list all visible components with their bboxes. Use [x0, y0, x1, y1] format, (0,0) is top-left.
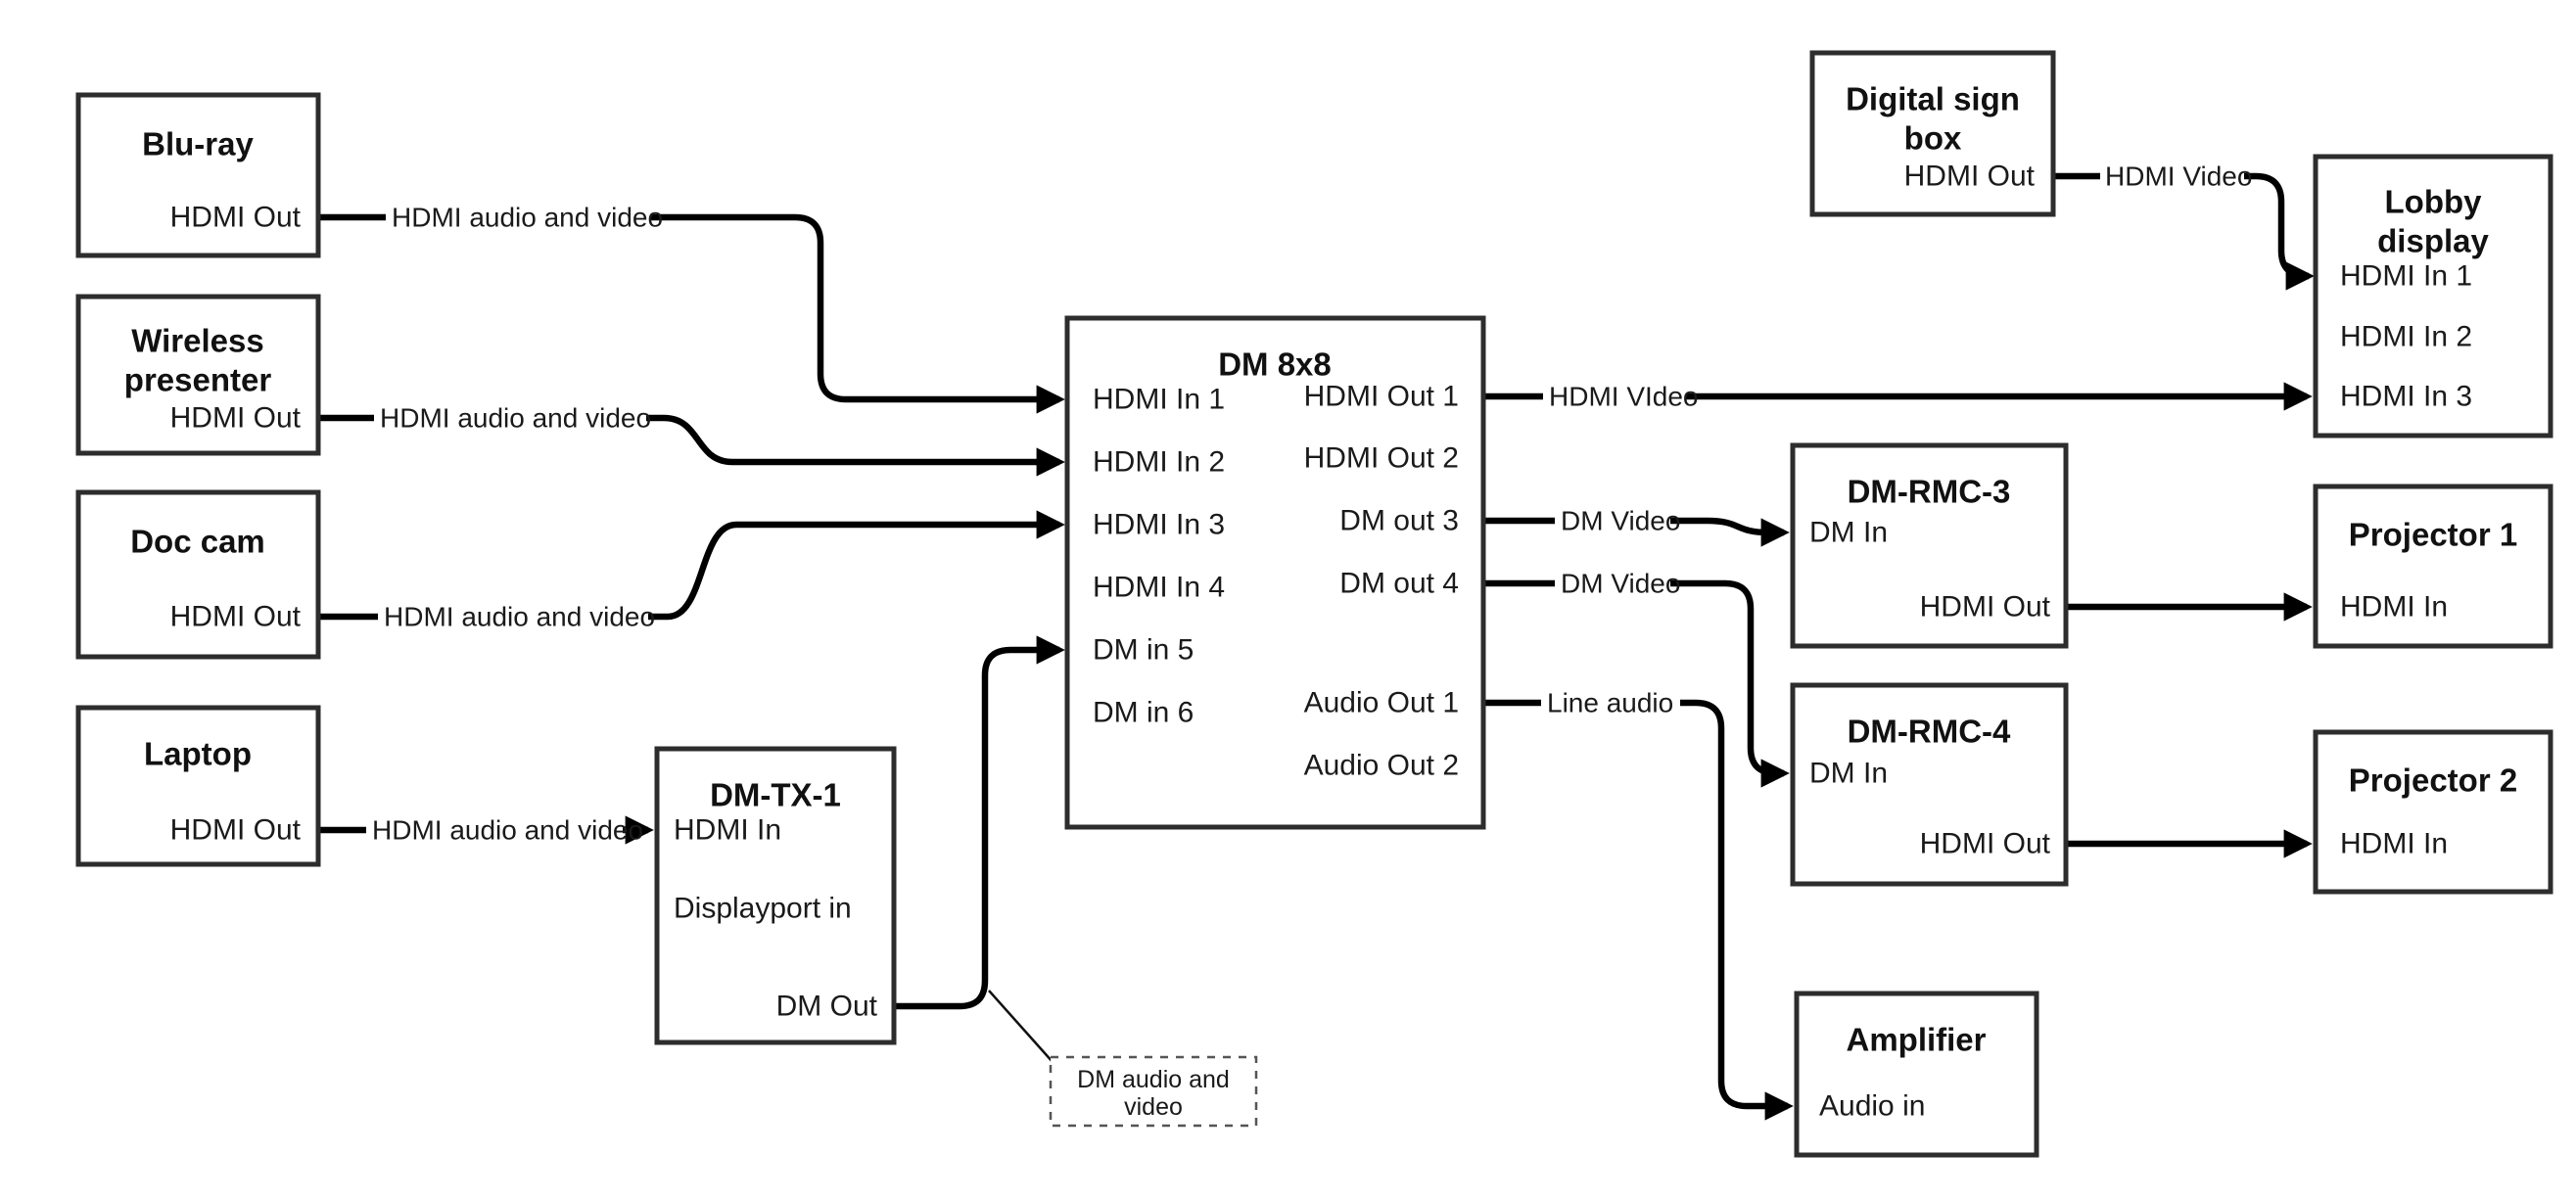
- proj1-box: [2313, 484, 2553, 649]
- dm8x8-port-hdmi-in-1: HDMI In 1: [1093, 384, 1225, 416]
- dm8x8-port-hdmi-in-4: HDMI In 4: [1093, 572, 1225, 604]
- wire-sign-to-lobby: [2244, 172, 2315, 291]
- dmtx1-box: [654, 746, 897, 1045]
- node-lobby-display: Lobby display HDMI In 1 HDMI In 2 HDMI I…: [2313, 154, 2553, 439]
- node-wireless-presenter: Wireless presenter HDMI Out: [75, 294, 321, 456]
- wire-dmtx1-to-dm8x8: [894, 635, 1065, 1010]
- lobby-title-line2: display: [2377, 223, 2489, 259]
- node-amplifier: Amplifier Audio in: [1794, 991, 2039, 1158]
- node-doc-cam: Doc cam HDMI Out: [75, 489, 321, 660]
- node-dm-tx-1: DM-TX-1 HDMI In Displayport in DM Out: [654, 746, 897, 1045]
- dm8x8-port-dm-out-3: DM out 3: [1339, 505, 1459, 537]
- node-dm-rmc-3: DM-RMC-3 DM In HDMI Out: [1790, 442, 2069, 649]
- wire-label-hdmiout1: HDMI VIdeo: [1549, 382, 1699, 412]
- dmrmc3-port-dm-in: DM In: [1809, 517, 1888, 549]
- doccam-port-hdmi-out: HDMI Out: [170, 601, 302, 633]
- callout-leader-line: [988, 990, 1054, 1064]
- wire-dmout3-to-rmc3: [1670, 517, 1790, 547]
- dmrmc4-port-dm-in: DM In: [1809, 758, 1888, 790]
- node-dm-8x8: DM 8x8 HDMI In 1 HDMI In 2 HDMI In 3 HDM…: [1064, 315, 1486, 830]
- doccam-box: [75, 489, 321, 660]
- wire-label-laptop: HDMI audio and video: [372, 815, 643, 846]
- wireless-title-line1: Wireless: [131, 323, 263, 359]
- wire-label-wireless: HDMI audio and video: [380, 403, 651, 434]
- dm8x8-port-dm-out-4: DM out 4: [1339, 568, 1459, 600]
- wire-bluray-to-dm8x8: [650, 213, 1065, 414]
- dmrmc3-box: [1790, 442, 2069, 649]
- dmtx1-title: DM-TX-1: [710, 777, 841, 813]
- node-bluray: Blu-ray HDMI Out: [75, 92, 321, 258]
- callout-box: [1049, 1055, 1258, 1128]
- dm8x8-port-hdmi-out-2: HDMI Out 2: [1304, 442, 1459, 475]
- lobby-port-hdmi-in-3: HDMI In 3: [2340, 381, 2472, 413]
- bluray-box: [75, 92, 321, 258]
- amplifier-box: [1794, 991, 2039, 1158]
- dmrmc4-box: [1790, 682, 2069, 887]
- wire-label-doccam: HDMI audio and video: [384, 602, 655, 632]
- node-projector-1: Projector 1 HDMI In: [2313, 484, 2553, 649]
- wire-label-bluray: HDMI audio and video: [392, 203, 663, 233]
- wire-label-dmout3: DM Video: [1561, 506, 1680, 536]
- dm8x8-port-hdmi-in-3: HDMI In 3: [1093, 509, 1225, 541]
- bluray-port-hdmi-out: HDMI Out: [170, 202, 302, 234]
- callout-text-line2: video: [1124, 1093, 1183, 1121]
- node-projector-2: Projector 2 HDMI In: [2313, 729, 2553, 895]
- laptop-box: [75, 705, 321, 867]
- wire-label-audioout1: Line audio: [1547, 688, 1673, 718]
- digital-sign-title-line2: box: [1904, 120, 1962, 157]
- dm8x8-box: [1064, 315, 1486, 830]
- callout-dm-audio-video: DM audio and video: [1049, 1055, 1258, 1128]
- dmrmc4-port-hdmi-out: HDMI Out: [1920, 828, 2051, 860]
- digital-sign-box: [1809, 50, 2056, 217]
- lobby-port-hdmi-in-1: HDMI In 1: [2340, 260, 2472, 293]
- dmrmc3-port-hdmi-out: HDMI Out: [1920, 591, 2051, 624]
- dm8x8-port-dm-in-5: DM in 5: [1093, 634, 1194, 667]
- dmrmc4-title: DM-RMC-4: [1848, 714, 2011, 750]
- digital-sign-port-hdmi-out: HDMI Out: [1904, 161, 2036, 193]
- wire-labels: HDMI audio and video HDMI audio and vide…: [372, 162, 2252, 846]
- wireless-box: [75, 294, 321, 456]
- node-dm-rmc-4: DM-RMC-4 DM In HDMI Out: [1790, 682, 2069, 887]
- node-digital-sign-box: Digital sign box HDMI Out: [1809, 50, 2056, 217]
- amplifier-port-audio-in: Audio in: [1819, 1090, 1925, 1123]
- digital-sign-title-line1: Digital sign: [1846, 81, 2020, 117]
- dm8x8-port-audio-out-2: Audio Out 2: [1304, 750, 1459, 782]
- proj1-port-hdmi-in: HDMI In: [2340, 591, 2448, 624]
- wire-wireless-to-dm8x8: [646, 414, 1065, 477]
- dmrmc3-title: DM-RMC-3: [1848, 474, 2011, 510]
- dmtx1-port-hdmi-in: HDMI In: [674, 814, 781, 847]
- wire-label-sign: HDMI Video: [2105, 162, 2252, 192]
- wireless-title-line2: presenter: [124, 362, 272, 398]
- wire-doccam-to-dm8x8: [648, 510, 1065, 621]
- wire-dmout4-to-rmc4: [1670, 579, 1790, 788]
- lobby-port-hdmi-in-2: HDMI In 2: [2340, 321, 2472, 353]
- wireless-port-hdmi-out: HDMI Out: [170, 402, 302, 435]
- dm8x8-port-hdmi-out-1: HDMI Out 1: [1304, 381, 1459, 413]
- node-laptop: Laptop HDMI Out: [75, 705, 321, 867]
- amplifier-title: Amplifier: [1846, 1022, 1986, 1058]
- bluray-title: Blu-ray: [142, 126, 254, 162]
- callout-text-line1: DM audio and: [1077, 1066, 1230, 1093]
- proj2-box: [2313, 729, 2553, 895]
- laptop-title: Laptop: [144, 736, 252, 772]
- lobby-box: [2313, 154, 2553, 439]
- dm8x8-title: DM 8x8: [1218, 346, 1332, 383]
- dmtx1-port-dm-out: DM Out: [776, 991, 878, 1023]
- dmtx1-port-displayport-in: Displayport in: [674, 893, 852, 925]
- doccam-title: Doc cam: [130, 524, 265, 560]
- proj2-port-hdmi-in: HDMI In: [2340, 828, 2448, 860]
- wire-label-dmout4: DM Video: [1561, 569, 1680, 599]
- proj1-title: Projector 1: [2349, 517, 2517, 553]
- lobby-title-line1: Lobby: [2385, 184, 2483, 220]
- dm8x8-port-dm-in-6: DM in 6: [1093, 697, 1194, 729]
- dm8x8-port-hdmi-in-2: HDMI In 2: [1093, 446, 1225, 479]
- dm8x8-port-audio-out-1: Audio Out 1: [1304, 687, 1459, 719]
- proj2-title: Projector 2: [2349, 762, 2517, 799]
- laptop-port-hdmi-out: HDMI Out: [170, 814, 302, 847]
- wire-audioout1-to-amp: [1680, 699, 1794, 1121]
- wires: [318, 172, 2315, 1121]
